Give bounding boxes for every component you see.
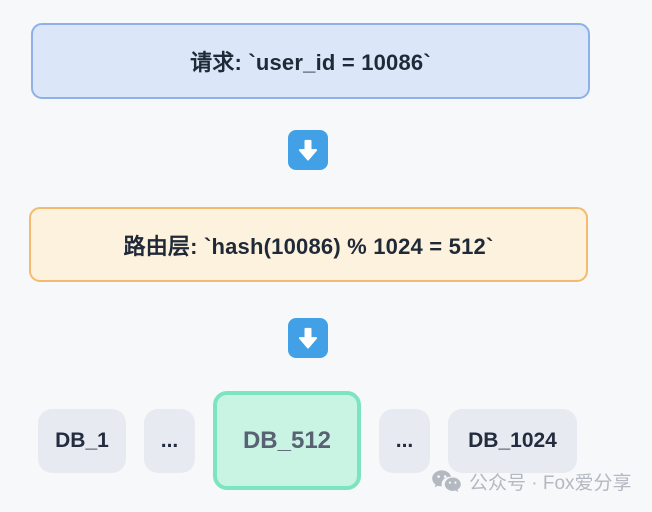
router-box-label: 路由层: `hash(10086) % 1024 = 512` (123, 233, 494, 259)
db-ellipsis-label: ... (395, 428, 414, 452)
db-ellipsis-right: ... (379, 408, 430, 473)
down-arrow-glyph (298, 327, 318, 349)
db-ellipsis-left: ... (144, 408, 195, 473)
db-node-512-highlighted: DB_512 (213, 391, 361, 490)
request-box-label: 请求: `user_id = 10086` (190, 50, 431, 75)
down-arrow-glyph (298, 139, 318, 161)
db-ellipsis-label: ... (160, 428, 179, 452)
wechat-icon (432, 469, 461, 492)
db-node-1024: DB_1024 (448, 408, 577, 473)
request-box: 请求: `user_id = 10086` (31, 23, 590, 99)
database-row: DB_1 ... DB_512 ... DB_1024 (38, 391, 577, 490)
watermark: 公众号 · Fox爱分享 (431, 468, 632, 495)
down-arrow-icon (288, 318, 328, 358)
router-box: 路由层: `hash(10086) % 1024 = 512` (29, 207, 588, 282)
db-node-label: DB_1 (55, 428, 109, 452)
db-node-label: DB_512 (242, 426, 332, 454)
down-arrow-icon (288, 130, 328, 170)
db-node-label: DB_1024 (468, 428, 557, 452)
watermark-text: 公众号 · Fox爱分享 (469, 473, 632, 494)
db-node-1: DB_1 (38, 408, 126, 473)
